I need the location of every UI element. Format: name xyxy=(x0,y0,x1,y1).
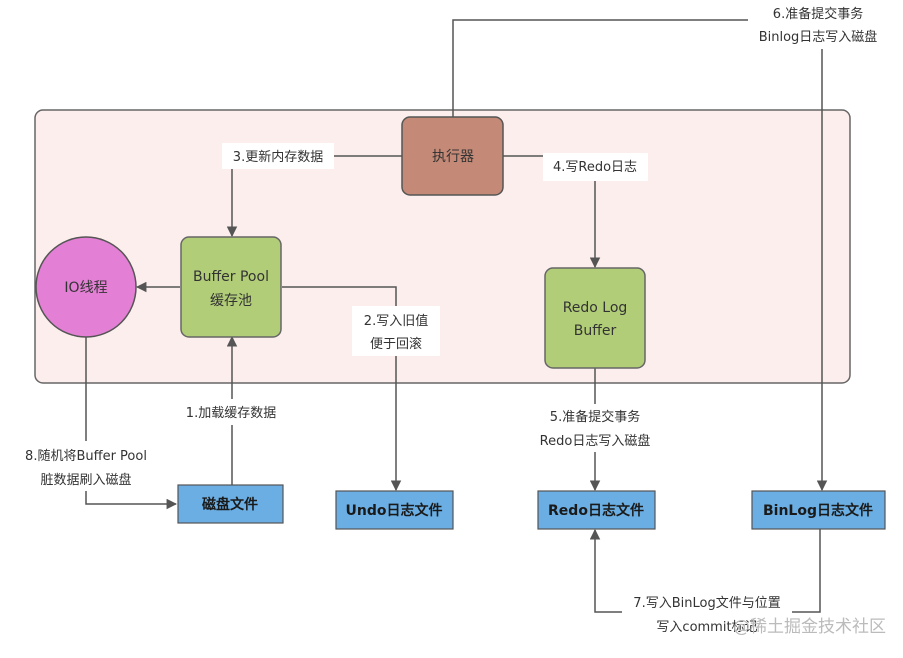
step8-line2: 脏数据刷入磁盘 xyxy=(40,472,131,488)
step7-line1: 7.写入BinLog文件与位置 xyxy=(633,596,780,611)
step1-label: 1.加载缓存数据 xyxy=(186,406,276,421)
redo-buffer-label-line1: Redo Log xyxy=(563,300,628,316)
disk-file-label: 磁盘文件 xyxy=(202,496,258,513)
step2-line2: 便于回滚 xyxy=(370,336,422,352)
step5-line2: Redo日志写入磁盘 xyxy=(540,433,651,449)
redo-buffer-label-line2: Buffer xyxy=(574,323,617,339)
buffer-pool-label-line1: Buffer Pool xyxy=(193,269,269,285)
edge-step8 xyxy=(85,337,178,510)
redo-log-buffer-node: Redo Log Buffer xyxy=(544,267,646,369)
binlog-file-label: BinLog日志文件 xyxy=(763,502,873,519)
undo-file-node: Undo日志文件 xyxy=(335,490,454,530)
step6-line1: 6.准备提交事务 xyxy=(773,6,863,22)
edge-step2 xyxy=(282,286,402,492)
step7-line2: 写入commit标记 xyxy=(656,620,757,635)
watermark-text: @稀土掘金技术社区 xyxy=(733,617,886,637)
io-thread-node: IO线程 xyxy=(35,236,137,338)
binlog-file-node: BinLog日志文件 xyxy=(751,490,886,530)
step-labels: 6.准备提交事务 Binlog日志写入磁盘 3.更新内存数据 4.写Redo日志… xyxy=(16,3,890,640)
io-thread-label: IO线程 xyxy=(64,280,107,296)
step2-line1: 2.写入旧值 xyxy=(364,313,428,329)
executor-node: 执行器 xyxy=(401,116,504,196)
disk-file-node: 磁盘文件 xyxy=(177,484,284,524)
step4-label: 4.写Redo日志 xyxy=(553,160,637,175)
buffer-pool-node: Buffer Pool 缓存池 xyxy=(180,236,282,338)
step8-line1: 8.随机将Buffer Pool xyxy=(25,449,147,464)
undo-file-label: Undo日志文件 xyxy=(346,502,443,519)
edge-step6 xyxy=(452,19,828,492)
buffer-pool-label-line2: 缓存池 xyxy=(210,293,252,309)
executor-label: 执行器 xyxy=(432,149,474,165)
redo-file-label: Redo日志文件 xyxy=(548,502,644,519)
step6-line2: Binlog日志写入磁盘 xyxy=(759,29,878,45)
redo-file-node: Redo日志文件 xyxy=(537,490,656,530)
step3-label: 3.更新内存数据 xyxy=(233,149,323,165)
step5-line1: 5.准备提交事务 xyxy=(550,409,640,425)
